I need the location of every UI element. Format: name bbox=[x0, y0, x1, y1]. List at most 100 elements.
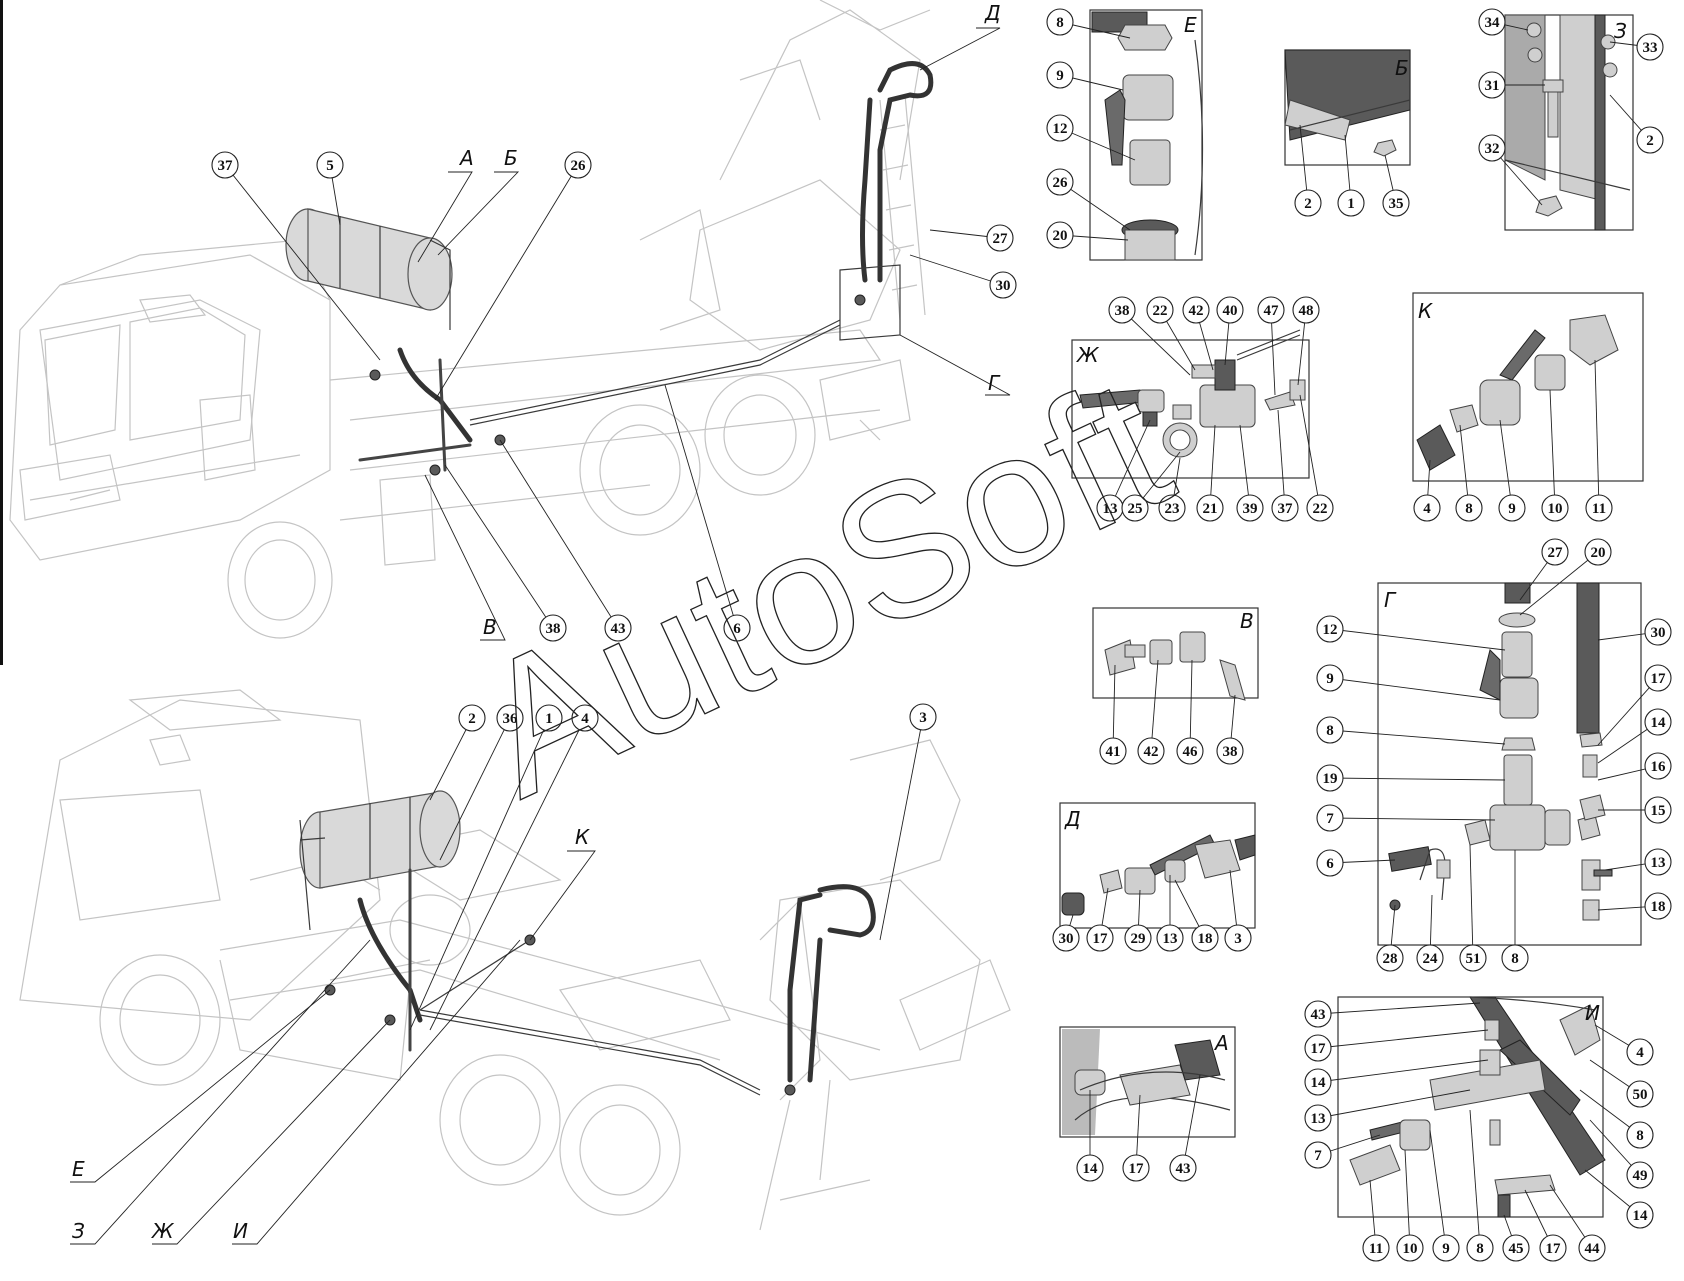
callout-circle bbox=[1169, 1154, 1197, 1182]
callout-number: 12 bbox=[1053, 121, 1068, 137]
callout-circle bbox=[1137, 737, 1165, 765]
callout-leader bbox=[1329, 628, 1506, 651]
callout-leader bbox=[1150, 659, 1159, 752]
callout-K-11: 11 bbox=[1585, 359, 1613, 522]
callout-Zh-22: 22 bbox=[1146, 296, 1196, 371]
callout-number: 36 bbox=[503, 711, 519, 727]
view-letter-B-top: Б bbox=[504, 146, 518, 170]
callout-circle bbox=[1644, 796, 1672, 824]
callout-number: 38 bbox=[1223, 744, 1238, 760]
view-letter-A-top: А bbox=[458, 146, 474, 170]
callout-number: 30 bbox=[1059, 931, 1074, 947]
callout-Z-31: 31 bbox=[1478, 71, 1545, 99]
callout-number: 47 bbox=[1264, 303, 1280, 319]
callout-circle bbox=[535, 704, 563, 732]
callout-number: 17 bbox=[1651, 671, 1667, 687]
callout-G-15: 15 bbox=[1598, 796, 1672, 824]
callout-B-2: 2 bbox=[1294, 124, 1322, 217]
callout-circle bbox=[1271, 494, 1299, 522]
callout-I-50: 50 bbox=[1589, 1059, 1654, 1108]
callout-D-17: 17 bbox=[1086, 887, 1114, 952]
callout-G-28: 28 bbox=[1376, 904, 1404, 972]
callout-circle bbox=[1626, 1201, 1654, 1229]
callout-number: 39 bbox=[1243, 501, 1258, 517]
callout-number: 27 bbox=[993, 231, 1009, 247]
callout-number: 6 bbox=[1326, 856, 1334, 872]
callout-I-4: 4 bbox=[1594, 1024, 1654, 1066]
callout-number: 14 bbox=[1651, 715, 1667, 731]
callout-leader bbox=[1299, 394, 1321, 509]
callout-circle bbox=[1076, 1154, 1104, 1182]
view-letter-labels: А Б Д Г В К Е З Ж И Е Б З Ж К В Г Д А И bbox=[70, 1, 1627, 1245]
callout-number: 31 bbox=[1485, 78, 1500, 94]
callout-leader bbox=[1329, 677, 1501, 701]
callout-number: 3 bbox=[1234, 931, 1242, 947]
callout-number: 40 bbox=[1223, 303, 1238, 319]
callout-leader bbox=[1317, 1002, 1481, 1015]
callout-circle bbox=[1176, 737, 1204, 765]
callout-number: 21 bbox=[1203, 501, 1218, 517]
callout-E-20: 20 bbox=[1046, 221, 1129, 249]
callout-number: 10 bbox=[1548, 501, 1563, 517]
callout-number: 9 bbox=[1056, 68, 1064, 84]
callout-Z-2: 2 bbox=[1609, 94, 1664, 154]
callout-top_truck-5: 5 bbox=[316, 151, 344, 226]
detail-view-V bbox=[1092, 607, 1259, 701]
detail-view-B bbox=[1284, 49, 1411, 166]
callout-leader bbox=[1499, 419, 1513, 509]
callout-G-13: 13 bbox=[1604, 848, 1672, 876]
callout-circle bbox=[989, 271, 1017, 299]
view-letter-G-top: Г bbox=[988, 371, 1001, 395]
callout-circle bbox=[1316, 664, 1344, 692]
callout-Z-32: 32 bbox=[1478, 134, 1543, 206]
callout-circle bbox=[1626, 1161, 1654, 1189]
callout-Zh-37: 37 bbox=[1271, 409, 1299, 522]
callout-circle bbox=[1376, 944, 1404, 972]
box-tag-B: Б bbox=[1395, 56, 1409, 80]
callout-circle bbox=[1478, 134, 1506, 162]
callout-I-10: 10 bbox=[1396, 1149, 1424, 1262]
callout-circle bbox=[1124, 924, 1152, 952]
callout-circle bbox=[986, 224, 1014, 252]
callout-leader bbox=[444, 464, 554, 629]
callout-top_truck-37: 37 bbox=[211, 151, 381, 361]
callout-circle bbox=[1316, 849, 1344, 877]
callout-circle bbox=[1316, 615, 1344, 643]
callout-leader bbox=[1597, 677, 1659, 746]
callout-A-17: 17 bbox=[1122, 1094, 1150, 1182]
detail-view-A bbox=[1059, 1026, 1236, 1138]
callout-number: 23 bbox=[1165, 501, 1180, 517]
callout-circle bbox=[1046, 168, 1074, 196]
callout-Zh-47: 47 bbox=[1257, 296, 1285, 396]
callout-number: 37 bbox=[218, 158, 234, 174]
callout-I-14: 14 bbox=[1304, 1059, 1489, 1096]
callout-K-9: 9 bbox=[1498, 419, 1526, 522]
callout-number: 26 bbox=[571, 158, 587, 174]
callout-leader bbox=[1329, 817, 1496, 821]
callout-leader bbox=[1317, 1059, 1489, 1083]
callout-leader bbox=[1059, 127, 1136, 161]
callout-circle bbox=[723, 614, 751, 642]
callout-V-42: 42 bbox=[1137, 659, 1165, 765]
callout-number: 17 bbox=[1093, 931, 1109, 947]
callout-leader bbox=[1459, 424, 1470, 509]
callout-G-9: 9 bbox=[1316, 664, 1501, 701]
callout-number: 5 bbox=[326, 158, 334, 174]
callout-number: 8 bbox=[1465, 501, 1473, 517]
callout-number: 14 bbox=[1083, 1161, 1099, 1177]
callout-bottom_truck-36: 36 bbox=[439, 704, 524, 861]
callout-circle bbox=[1182, 296, 1210, 324]
callout-number: 8 bbox=[1056, 15, 1064, 31]
callout-number: 15 bbox=[1651, 803, 1666, 819]
callout-G-8: 8 bbox=[1501, 850, 1529, 972]
callout-top_truck-6: 6 bbox=[664, 384, 751, 642]
callout-circle bbox=[1046, 61, 1074, 89]
callout-circle bbox=[1316, 764, 1344, 792]
callout-D-3: 3 bbox=[1224, 869, 1252, 952]
callout-D-13: 13 bbox=[1156, 875, 1184, 952]
callout-E-9: 9 bbox=[1046, 61, 1124, 91]
callout-circle bbox=[1644, 752, 1672, 780]
view-letter-I-bottom: И bbox=[233, 1219, 248, 1243]
callout-leader bbox=[1469, 1109, 1481, 1249]
callout-leader bbox=[429, 717, 473, 801]
